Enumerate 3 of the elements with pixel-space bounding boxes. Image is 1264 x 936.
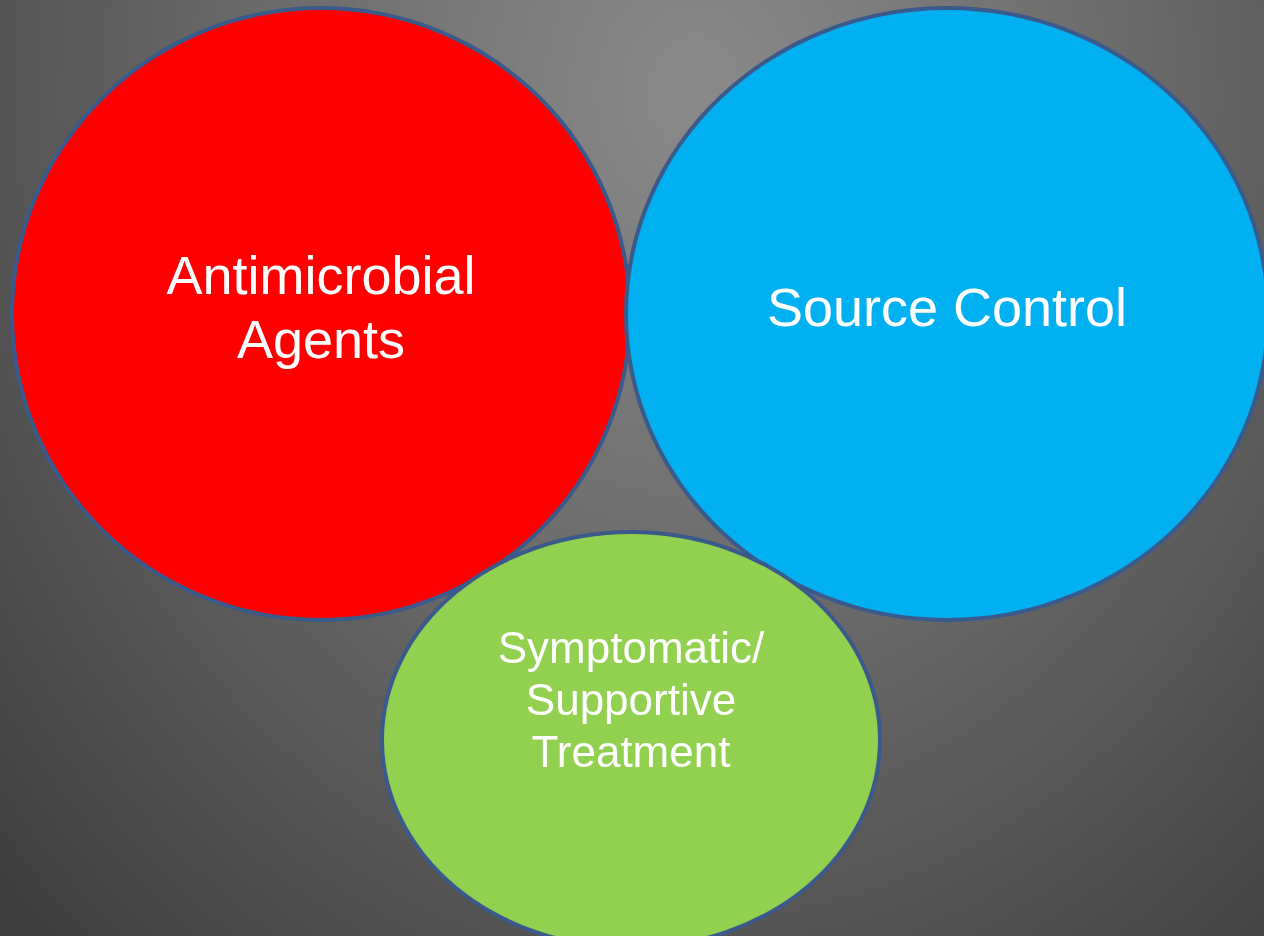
circle-label: Antimicrobial Agents [165, 244, 477, 371]
circle-label: Symptomatic/ Supportive Treatment [496, 622, 766, 778]
circle-label: Source Control [765, 276, 1129, 340]
